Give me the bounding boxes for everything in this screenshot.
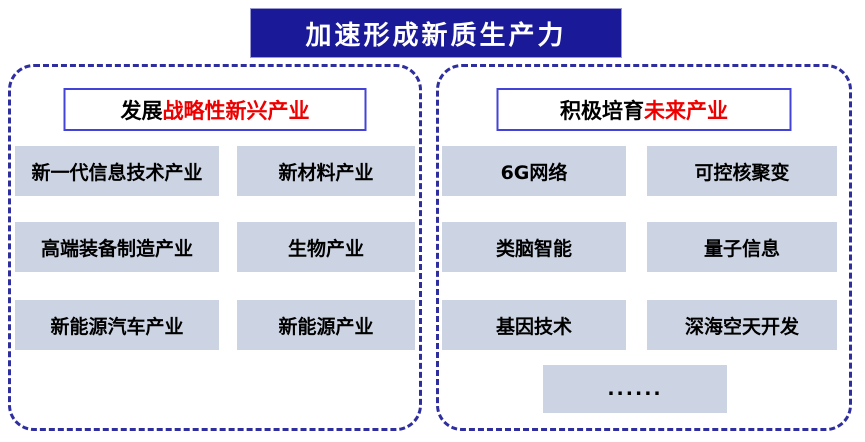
item-high-end-equipment: 高端装备制造产业	[15, 222, 219, 272]
left-panel-title: 发展战略性新兴产业	[63, 88, 367, 131]
item-gene-technology: 基因技术	[442, 300, 626, 350]
item-bio-industry: 生物产业	[237, 222, 415, 272]
right-panel-title-highlight: 未来产业	[644, 98, 728, 123]
item-new-materials: 新材料产业	[237, 146, 415, 196]
item-new-energy-vehicles: 新能源汽车产业	[15, 300, 219, 350]
item-more-ellipsis: ......	[543, 365, 727, 413]
left-panel-title-highlight: 战略性新兴产业	[162, 98, 310, 123]
item-controlled-fusion: 可控核聚变	[647, 146, 837, 196]
item-quantum-info: 量子信息	[647, 222, 837, 272]
item-brain-like-ai: 类脑智能	[442, 222, 626, 272]
left-panel-title-prefix: 发展	[120, 98, 163, 123]
future-industries-panel: 积极培育未来产业 6G网络 可控核聚变 类脑智能 量子信息 基因技术 深海空天开…	[436, 64, 852, 431]
item-deep-sea-aerospace: 深海空天开发	[647, 300, 837, 350]
right-panel-title-prefix: 积极培育	[560, 98, 644, 123]
banner-title: 加速形成新质生产力	[305, 20, 567, 51]
right-panel-title: 积极培育未来产业	[496, 88, 792, 131]
item-info-tech: 新一代信息技术产业	[15, 146, 219, 196]
strategic-emerging-industries-panel: 发展战略性新兴产业 新一代信息技术产业 新材料产业 高端装备制造产业 生物产业 …	[8, 64, 422, 431]
item-6g-network: 6G网络	[442, 146, 626, 196]
item-new-energy: 新能源产业	[237, 300, 415, 350]
top-banner: 加速形成新质生产力	[250, 8, 622, 58]
